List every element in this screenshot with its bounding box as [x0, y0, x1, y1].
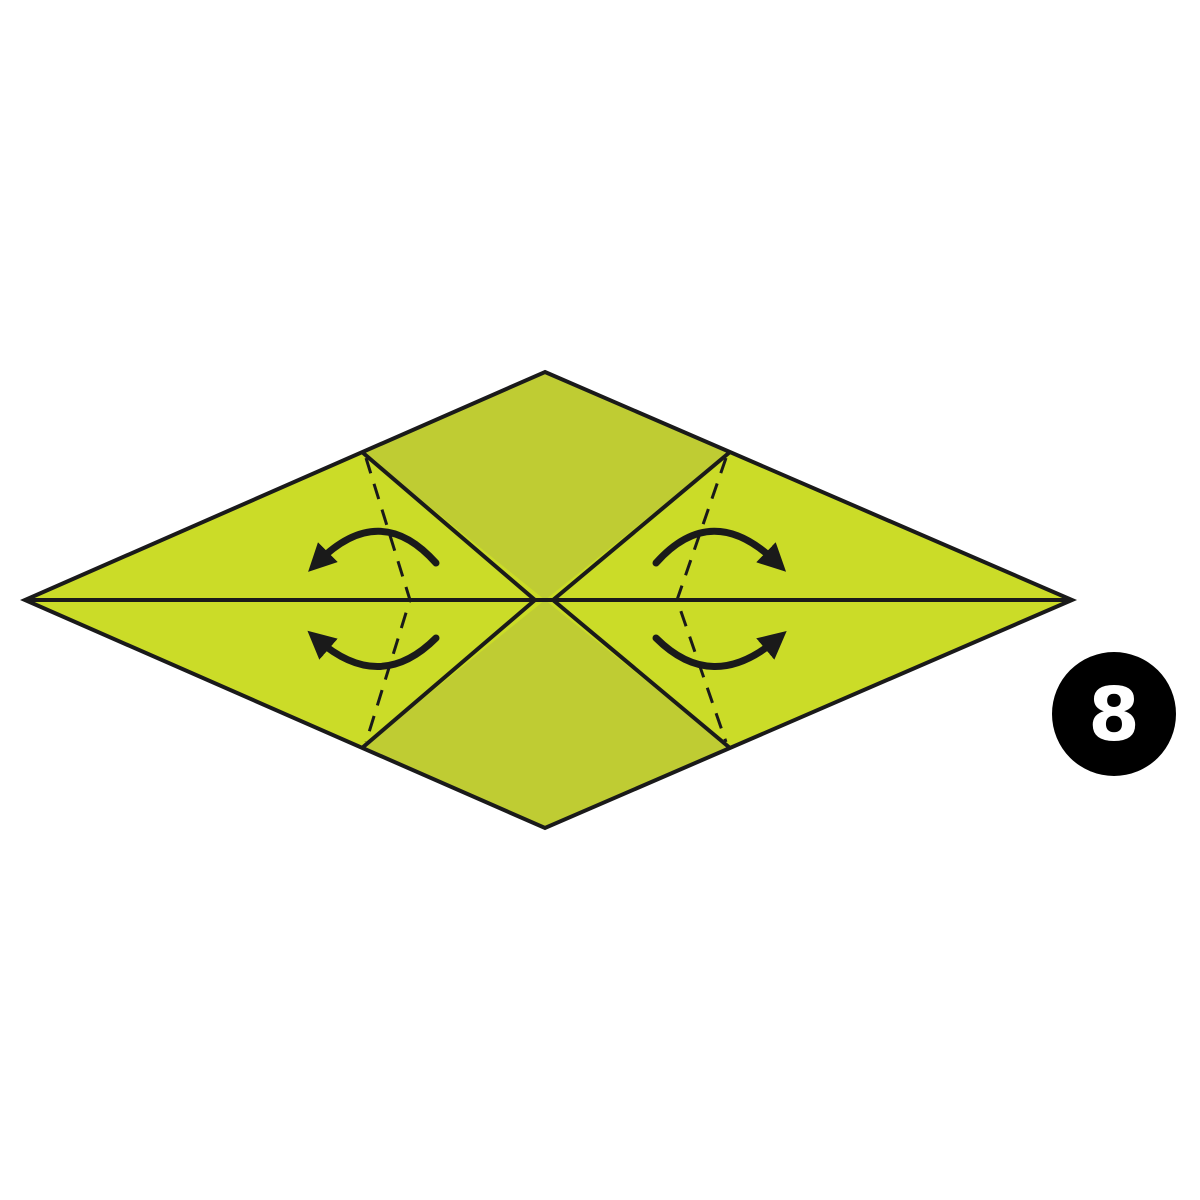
dashed-valley-fold-lines: [364, 457, 728, 743]
top-dark-panel: [362, 372, 730, 600]
lower-right-diagonal-edge: [551, 598, 732, 750]
upper-right-diagonal-edge: [551, 450, 732, 602]
step-badge-circle: [1052, 652, 1176, 776]
curved-double-arrow-icon: [307, 527, 787, 670]
step-number: 8: [1088, 672, 1140, 758]
fold-edges: [25, 450, 1072, 750]
bottom-dark-panel: [362, 600, 730, 828]
left-crease-line: [364, 457, 412, 743]
right-upper-arrow: [652, 527, 787, 572]
left-upper-arrow: [308, 527, 440, 572]
lower-left-diagonal-edge: [360, 598, 537, 750]
upper-left-diagonal-edge: [360, 450, 537, 602]
step-badge: 8: [1052, 652, 1176, 776]
right-lower-arrow: [652, 630, 787, 670]
right-crease-line: [675, 457, 728, 743]
paper-outline: [20, 369, 1078, 831]
left-lower-arrow: [307, 630, 440, 670]
